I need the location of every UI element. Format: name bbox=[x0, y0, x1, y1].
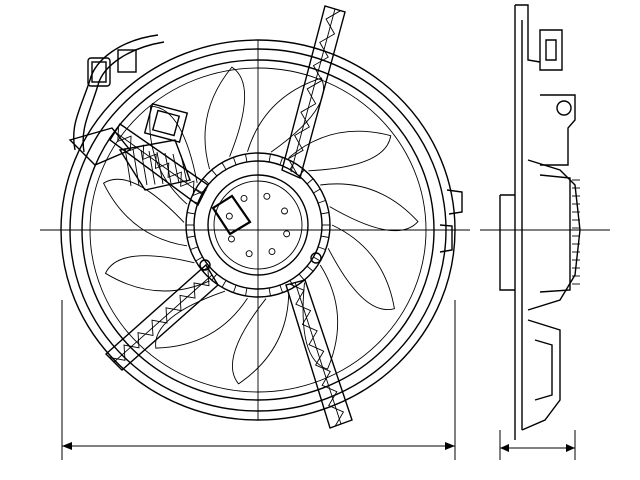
arrow-right bbox=[445, 442, 455, 450]
side-view bbox=[480, 4, 610, 440]
fan-blade bbox=[288, 130, 392, 172]
fan-blade bbox=[149, 105, 198, 205]
front-view bbox=[40, 5, 470, 429]
fan-blade bbox=[302, 264, 339, 370]
arrow-depth-left bbox=[500, 444, 509, 452]
wiring-harness bbox=[68, 34, 191, 191]
dimension-lines bbox=[61, 300, 576, 460]
motor-hub bbox=[185, 152, 331, 298]
fan-blade bbox=[247, 77, 325, 153]
fan-blade bbox=[155, 290, 248, 349]
fan-blade bbox=[232, 292, 290, 385]
support-struts bbox=[104, 5, 353, 429]
fan-blade bbox=[204, 66, 246, 170]
fan-blade bbox=[320, 183, 419, 232]
arrow-depth-right bbox=[566, 444, 575, 452]
fan-shroud bbox=[60, 39, 463, 421]
fan-blades bbox=[102, 66, 419, 385]
fan-blade bbox=[102, 178, 188, 247]
fan-blade bbox=[327, 224, 395, 311]
arrow-left bbox=[62, 442, 72, 450]
